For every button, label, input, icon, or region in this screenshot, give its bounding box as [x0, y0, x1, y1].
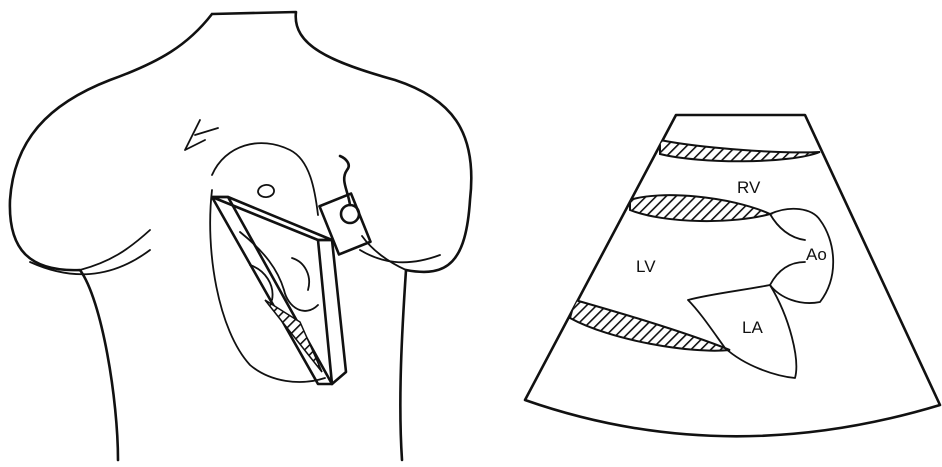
label-la: LA — [742, 318, 763, 337]
echo-sector-view: RV Ao LV LA — [525, 115, 940, 436]
label-ao: Ao — [806, 245, 827, 264]
label-rv: RV — [737, 178, 761, 197]
posterior-wall — [570, 300, 730, 351]
transducer-knob — [341, 205, 359, 223]
echo-sector-outline — [525, 115, 940, 436]
aorta-ring — [258, 185, 274, 197]
imaging-plane-right-face — [318, 240, 346, 384]
rv-anterior-wall — [660, 140, 820, 161]
right-armpit-line — [362, 236, 406, 270]
transducer-body — [319, 194, 370, 255]
left-pectoral-line — [30, 250, 150, 274]
great-vessel-lines — [185, 120, 218, 150]
torso-illustration — [10, 12, 471, 460]
heart-section-on-plane — [240, 232, 318, 311]
aortic-valve-lines — [770, 214, 805, 285]
right-pectoral-line — [360, 250, 440, 262]
septum-wall — [630, 195, 770, 221]
torso-outline — [10, 12, 471, 460]
imaging-plane-top-edge — [212, 197, 332, 240]
hatched-wall-section — [265, 300, 322, 372]
left-armpit-line — [80, 230, 150, 270]
label-lv: LV — [636, 257, 656, 276]
